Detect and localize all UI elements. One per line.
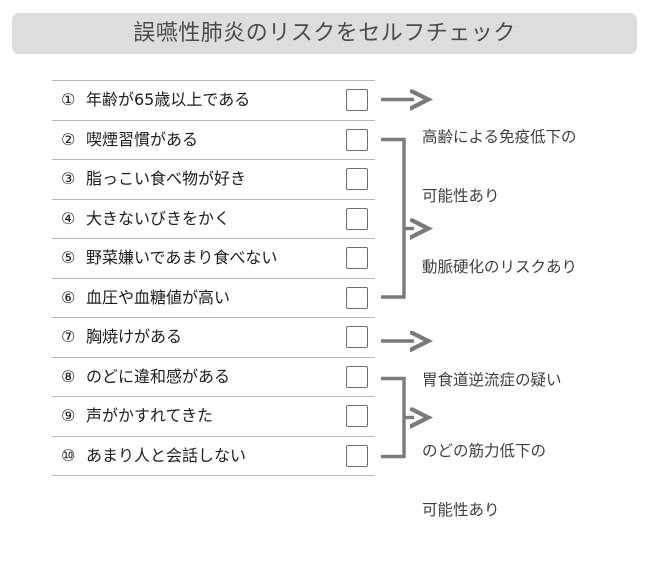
annotation-aging-immunity: 高齢による免疫低下の 可能性あり <box>422 88 577 247</box>
row-label: 血圧や血糖値が高い <box>86 287 231 307</box>
bracket-arteriosclerosis <box>381 137 406 299</box>
annotation-line-2: 可能性あり <box>422 187 500 206</box>
checklist-row-9[interactable]: ⑨ 声がかすれてきた <box>52 397 375 437</box>
checkbox-6[interactable] <box>346 286 368 309</box>
row-label: 大きないびきをかく <box>86 208 231 228</box>
row-number: ① <box>61 90 76 110</box>
row-number: ⑧ <box>61 366 76 386</box>
annotation-arteriosclerosis: 動脈硬化のリスクあり <box>422 218 577 317</box>
checklist-row-4[interactable]: ④ 大きないびきをかく <box>52 200 375 239</box>
row-label: 喫煙習慣がある <box>86 129 199 149</box>
row-number: ⑦ <box>61 327 76 347</box>
checkbox-4[interactable] <box>346 207 368 230</box>
bracket-throat-muscle <box>381 376 406 459</box>
annotation-line-1: のどの筋力低下の <box>422 441 547 460</box>
checklist-row-5[interactable]: ⑤ 野菜嫌いであまり食べない <box>52 239 375 279</box>
checklist-row-1[interactable]: ① 年齢が65歳以上である <box>52 81 375 121</box>
checklist-row-3[interactable]: ③ 脂っこい食べ物が好き <box>52 160 375 200</box>
row-number: ⑨ <box>61 406 76 426</box>
annotation-line-2: 可能性あり <box>422 501 500 520</box>
checklist-row-2[interactable]: ② 喫煙習慣がある <box>52 121 375 160</box>
header-banner: 誤嚥性肺炎のリスクをセルフチェック <box>12 13 637 54</box>
row-number: ⑤ <box>61 248 76 268</box>
row-label: 野菜嫌いであまり食べない <box>86 248 278 268</box>
checkbox-5[interactable] <box>346 247 368 270</box>
row-number: ⑥ <box>61 287 76 307</box>
checkbox-10[interactable] <box>346 444 368 467</box>
checklist-table: ① 年齢が65歳以上である ② 喫煙習慣がある ③ 脂っこい食べ物が好き ④ 大… <box>52 80 375 476</box>
row-label: のどに違和感がある <box>86 366 231 386</box>
checklist-row-6[interactable]: ⑥ 血圧や血糖値が高い <box>52 279 375 318</box>
row-number: ② <box>61 129 76 149</box>
checkbox-2[interactable] <box>346 128 368 151</box>
checklist-row-7[interactable]: ⑦ 胸焼けがある <box>52 318 375 358</box>
row-label: 脂っこい食べ物が好き <box>86 169 247 189</box>
annotation-throat-muscle-decline: のどの筋力低下の 可能性あり <box>422 402 546 561</box>
annotation-line-1: 高齢による免疫低下の <box>422 127 577 146</box>
row-label: 声がかすれてきた <box>86 406 214 426</box>
page-title: 誤嚥性肺炎のリスクをセルフチェック <box>133 20 516 46</box>
row-number: ⑩ <box>61 445 76 465</box>
row-label: 年齢が65歳以上である <box>86 90 251 110</box>
checkbox-8[interactable] <box>346 365 368 388</box>
row-label: 胸焼けがある <box>86 327 183 347</box>
row-label: あまり人と会話しない <box>86 445 247 465</box>
checkbox-3[interactable] <box>346 168 368 191</box>
checklist-row-10[interactable]: ⑩ あまり人と会話しない <box>52 437 375 476</box>
checkbox-1[interactable] <box>346 89 368 112</box>
annotation-line-1: 胃食道逆流症の疑い <box>422 370 562 389</box>
row-number: ④ <box>61 208 76 228</box>
checklist-row-8[interactable]: ⑧ のどに違和感がある <box>52 358 375 397</box>
annotation-line-1: 動脈硬化のリスクあり <box>422 257 578 276</box>
checkbox-9[interactable] <box>346 405 368 428</box>
annotation-gerd: 胃食道逆流症の疑い <box>422 331 562 430</box>
row-number: ③ <box>61 169 76 189</box>
checkbox-7[interactable] <box>346 326 368 349</box>
